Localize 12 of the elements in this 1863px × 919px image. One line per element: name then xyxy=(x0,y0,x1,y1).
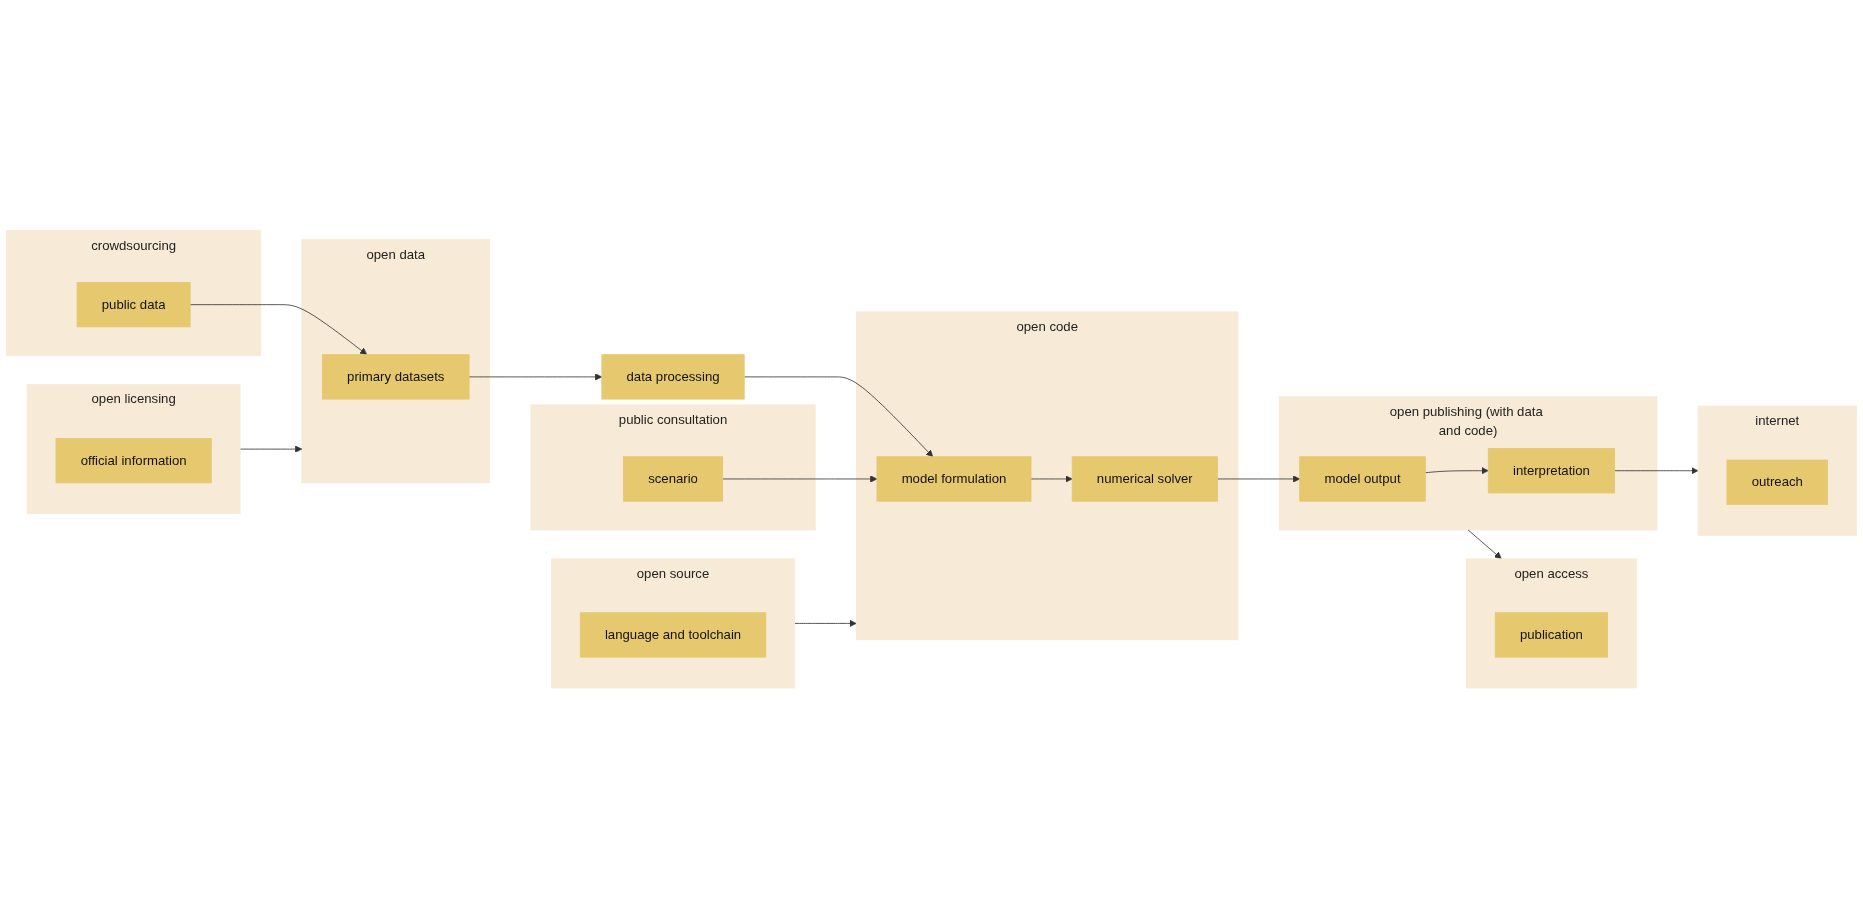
node-box: numerical solver xyxy=(1071,456,1218,502)
node-box: model output xyxy=(1299,456,1426,502)
node-box: data processing xyxy=(601,354,745,400)
node-box: public data xyxy=(76,282,191,328)
node-box: scenario xyxy=(623,456,724,502)
node-box: primary datasets xyxy=(321,354,470,400)
node-box: official information xyxy=(55,438,212,484)
node-box: language and toolchain xyxy=(579,612,767,658)
node-box: publication xyxy=(1494,612,1608,658)
node-box: outreach xyxy=(1726,459,1828,506)
node-box: interpretation xyxy=(1487,448,1615,494)
node-box: model formulation xyxy=(876,456,1032,502)
